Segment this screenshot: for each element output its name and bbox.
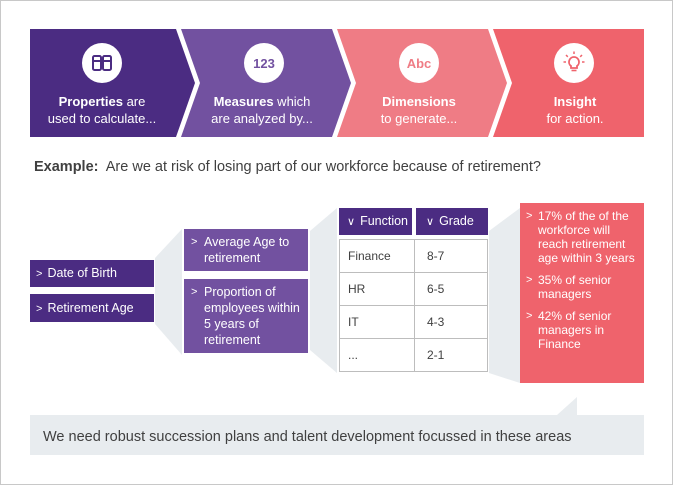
- chevron-down-icon: ∨: [426, 216, 435, 228]
- step-dimensions-text: Dimensions to generate...: [380, 94, 458, 126]
- dimension-table: Finance 8-7 HR 6-5 IT 4-3 ... 2-1: [339, 239, 488, 372]
- header-function: ∨Function: [339, 208, 412, 235]
- cell-function: Finance: [339, 239, 415, 273]
- header-grade: ∨Grade: [416, 208, 488, 235]
- table-row: IT 4-3: [339, 305, 488, 339]
- chevron-right-icon: >: [191, 286, 198, 298]
- table-row: Finance 8-7: [339, 239, 488, 273]
- numbers-icon: 123: [244, 43, 284, 83]
- chevron-right-icon: >: [36, 268, 43, 280]
- insight-item: > 42% of senior managers in Finance: [526, 309, 612, 351]
- layout-icon: [82, 43, 122, 83]
- step-insight-text: Insight for action.: [546, 94, 604, 126]
- chevron-right-icon: >: [36, 303, 43, 315]
- measure-proportion-retirement: > Proportion of employees within 5 years…: [184, 279, 308, 353]
- chevron-down-icon: ∨: [347, 216, 356, 228]
- chevron-right-icon: >: [191, 236, 198, 248]
- example-question: Example: Are we at risk of losing part o…: [34, 159, 541, 175]
- step-properties-text: Properties are used to calculate...: [47, 94, 157, 126]
- insight-item: > 17% of the of the workforce will reach…: [526, 209, 635, 265]
- chevron-measures: [181, 29, 351, 137]
- property-retirement-age: >Retirement Age: [30, 294, 154, 322]
- cell-grade: 8-7: [414, 239, 488, 273]
- cell-function: HR: [339, 272, 415, 306]
- table-row: ... 2-1: [339, 338, 488, 372]
- table-row: HR 6-5: [339, 272, 488, 306]
- process-chevrons: [30, 29, 644, 137]
- cell-grade: 6-5: [414, 272, 488, 306]
- measure-average-age: > Average Age to retirement: [184, 229, 308, 271]
- chevron-right-icon: >: [526, 274, 533, 286]
- property-date-of-birth: >Date of Birth: [30, 260, 154, 287]
- chevron-dimensions: [337, 29, 507, 137]
- callout-text: We need robust succession plans and tale…: [43, 429, 572, 445]
- lightbulb-icon: [554, 43, 594, 83]
- insight-item: > 35% of senior managers: [526, 273, 612, 301]
- chevron-right-icon: >: [526, 210, 533, 222]
- cell-function: IT: [339, 305, 415, 339]
- step-measures-text: Measures which are analyzed by...: [211, 94, 313, 126]
- chevron-insight: [493, 29, 644, 137]
- cell-grade: 2-1: [414, 338, 488, 372]
- cell-function: ...: [339, 338, 415, 372]
- text-icon: Abc: [399, 43, 439, 83]
- chevron-properties: [30, 29, 195, 137]
- insight-box: > 17% of the of the workforce will reach…: [520, 203, 644, 383]
- chevron-right-icon: >: [526, 310, 533, 322]
- cell-grade: 4-3: [414, 305, 488, 339]
